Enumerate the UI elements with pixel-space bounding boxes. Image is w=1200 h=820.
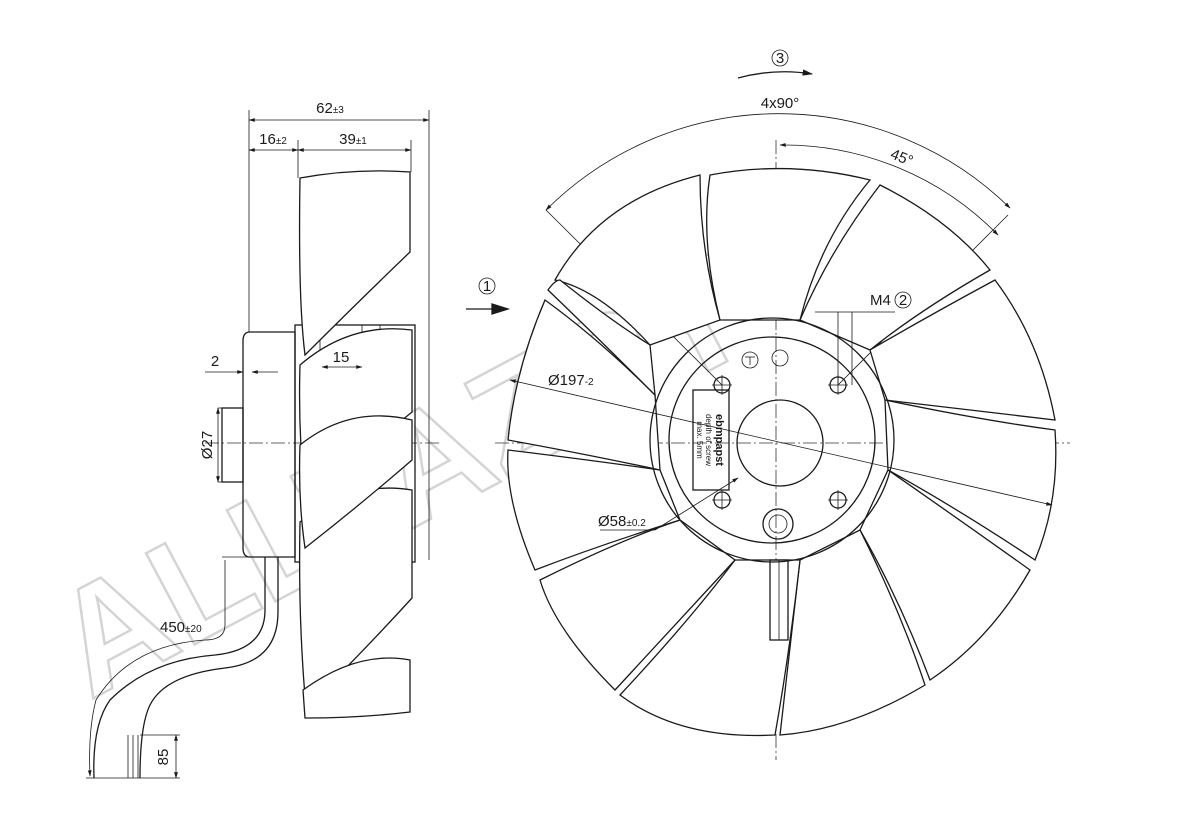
dim-pattern-angle: 4x90° [761,95,800,112]
dim-overall-depth-value: 62 [316,100,333,117]
blade-profile-5 [302,657,411,719]
dim-blade-depth: 39±1 [339,131,367,148]
dim-thread: M4 [870,292,891,309]
fan-blades [507,167,1057,737]
dim-hub-offset-value: 16 [259,131,276,148]
dim-half-angle: 45° [888,146,915,170]
shaft-stub [221,407,244,483]
dim-overall-depth-tol: ±3 [333,105,344,116]
dim-hub-diameter-tol: ±0.2 [626,518,646,529]
dim-hub-width: 15 [333,349,350,366]
dim-hub-offset: 16±2 [259,131,287,148]
dim-shaft-diameter: Ø27 [199,431,216,459]
lead-cable [93,557,266,779]
side-view: 62±3 16±2 39±1 2 15 Ø27 450±20 85 [86,100,440,779]
dim-blade-depth-tol: ±1 [356,136,367,147]
dim-hub-offset-tol: ±2 [276,136,287,147]
cable-grommet-outer [762,508,794,540]
callout-screw: 2 [899,292,907,309]
callout-rotation: 3 [776,50,784,67]
dim-outer-diameter-tol: -2 [585,377,594,388]
dim-gap: 2 [211,353,219,370]
dim-blade-depth-value: 39 [339,131,356,148]
dim-lead-length-tol: ±20 [185,624,202,635]
dim-outer-diameter: Ø197-2 [548,372,594,389]
blade-profile-1 [298,170,411,357]
dim-hub-diameter: Ø58±0.2 [598,513,646,530]
label-brand: ebmpapst [713,414,725,466]
dim-hub-diameter-value: Ø58 [598,513,626,530]
front-view: 1 3 4x90° 45° [466,49,1070,760]
ground-symbol [741,351,759,369]
dim-overall-depth: 62±3 [316,100,344,117]
blade-profile-4 [298,415,413,550]
dim-lead-length-value: 450 [160,619,185,636]
label-line1: depth of screw [704,414,713,466]
dim-lead-length: 450±20 [160,619,202,636]
dim-outer-diameter-value: Ø197 [548,372,585,389]
dim-strip-length: 85 [155,749,172,766]
label-line2: max. 5mm [695,421,704,459]
callout-flow-direction: 1 [483,278,491,295]
